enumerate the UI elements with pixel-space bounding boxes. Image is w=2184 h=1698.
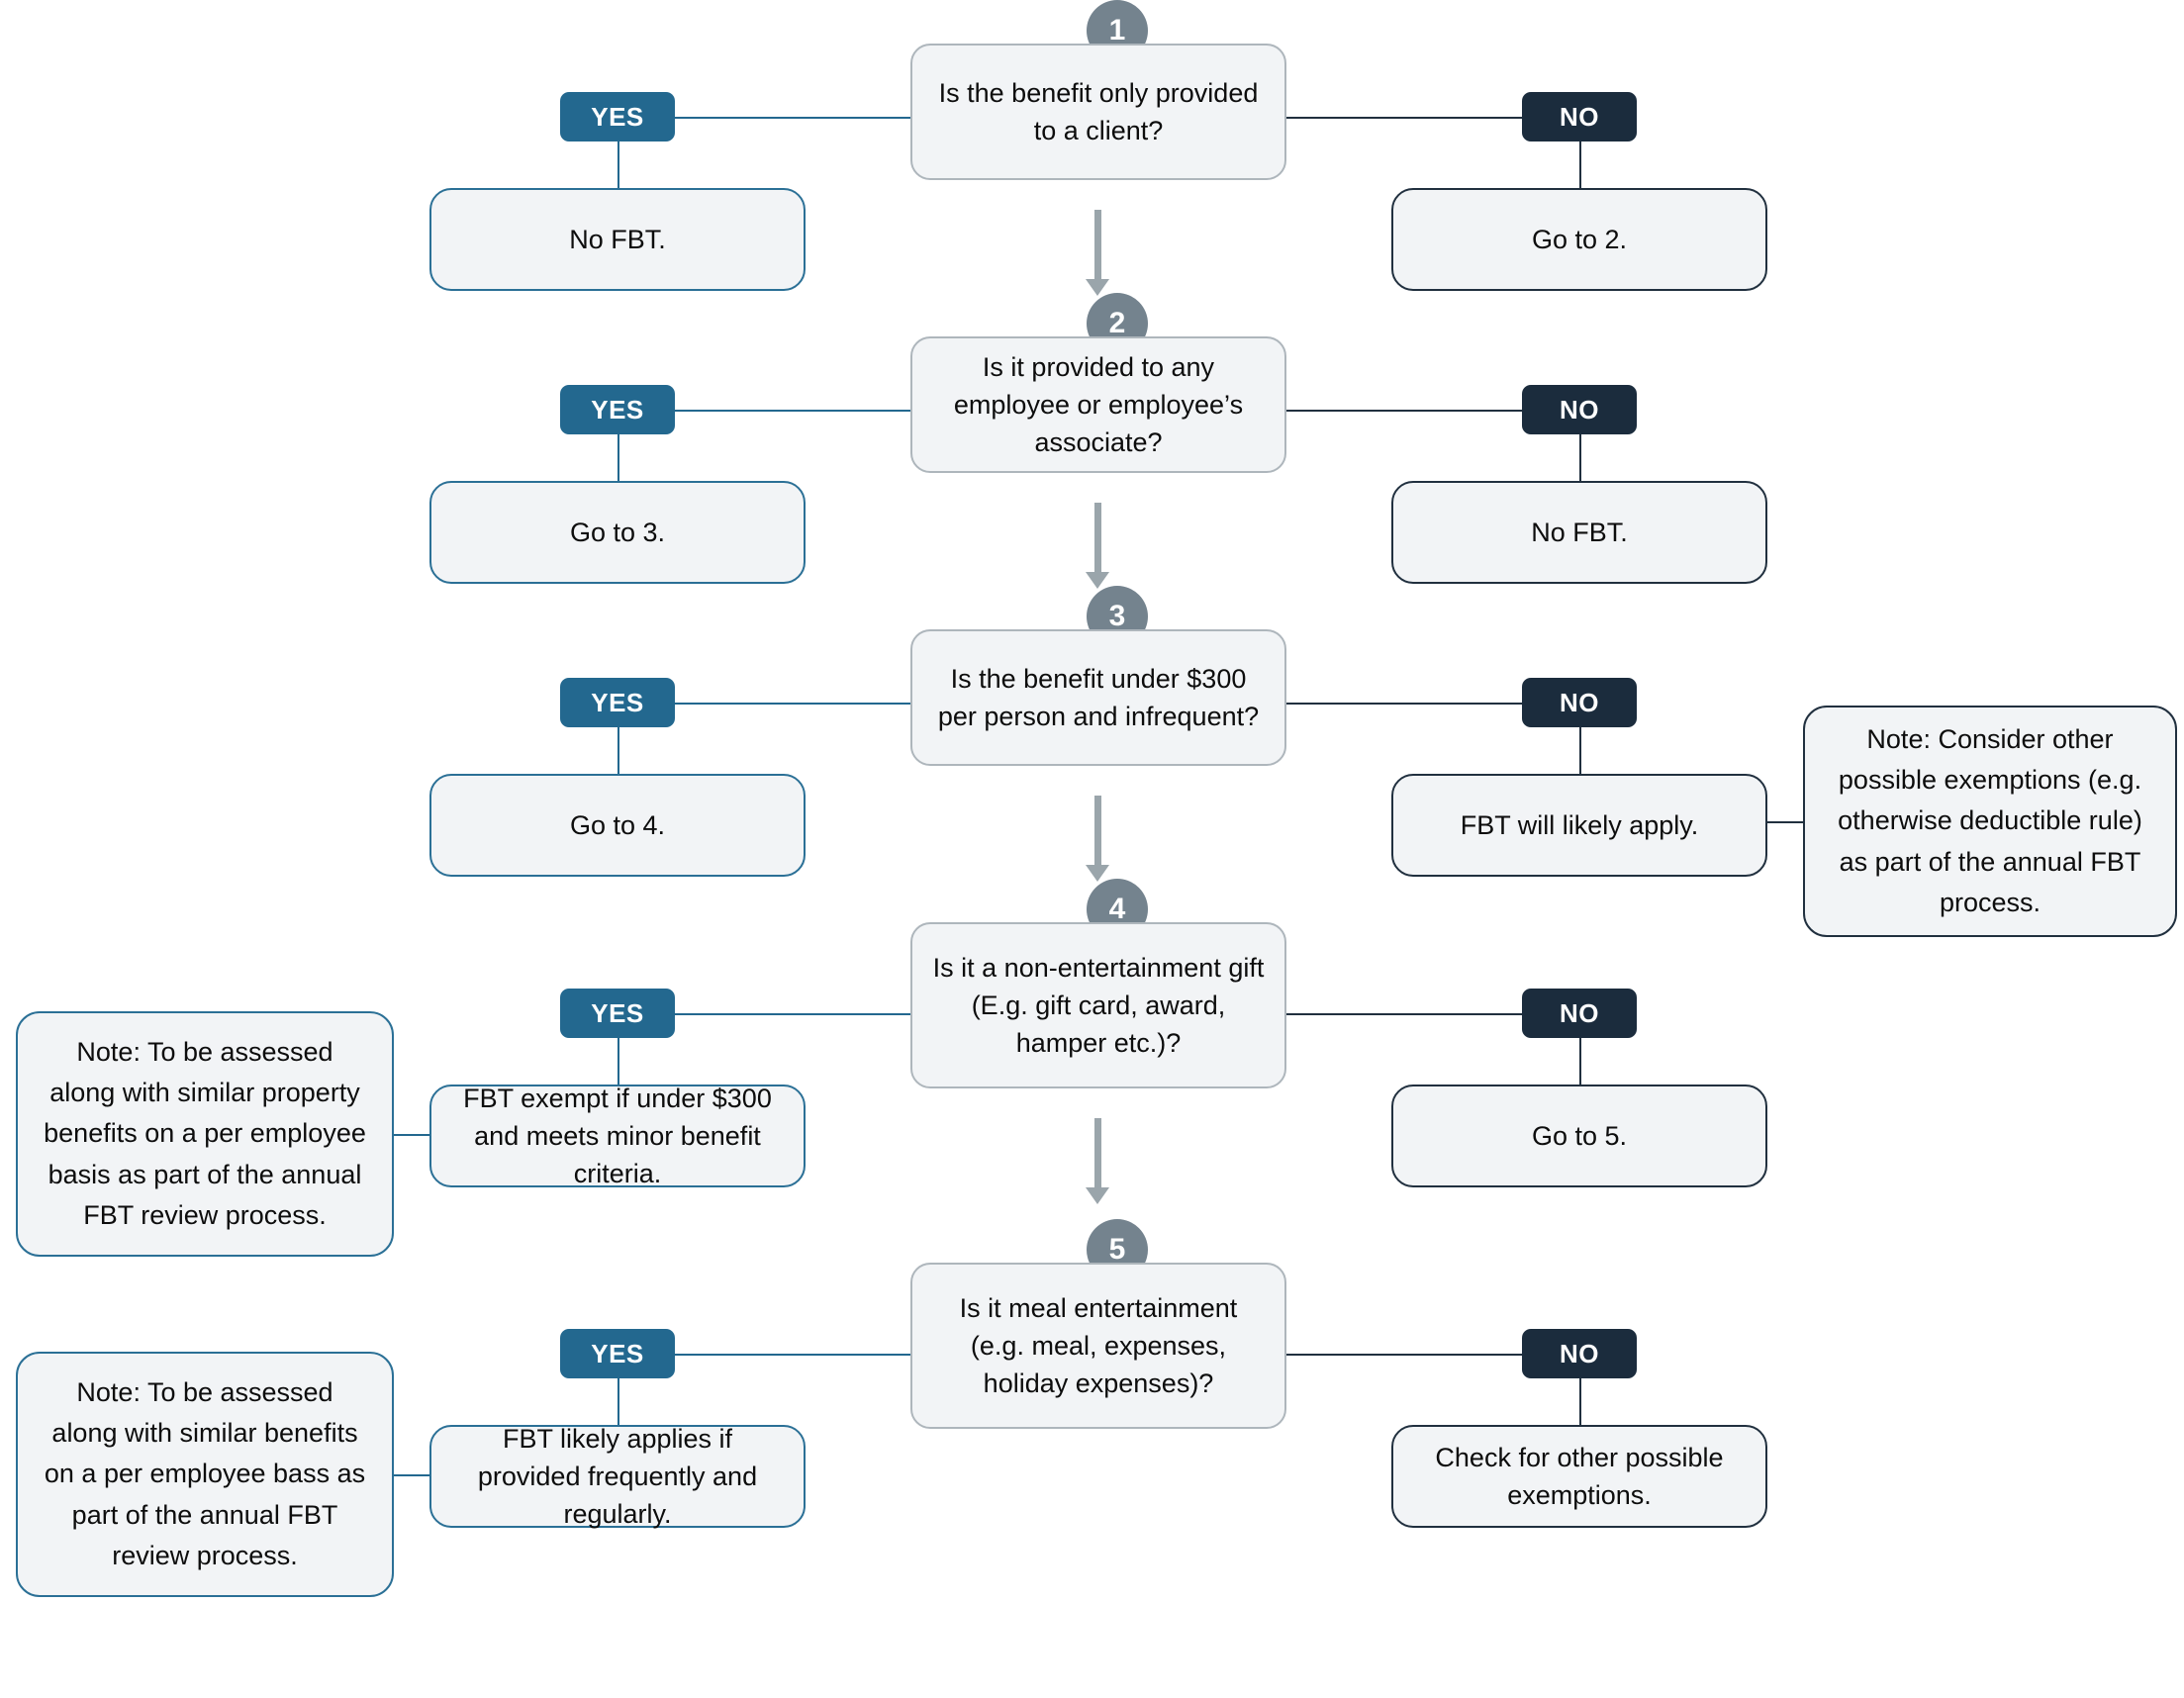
decision-box-3[interactable]: Is the benefit under $300 per person and… [910,629,1286,766]
outcome-yes-3[interactable]: Go to 4. [429,774,806,877]
connector-step4-yes-horizontal [673,1013,910,1015]
connector-step1-yes-vertical [617,141,619,188]
connector-step2-no-horizontal [1286,410,1524,412]
outcome-no-5[interactable]: Check for other possible exemptions. [1391,1425,1767,1528]
outcome-no-4[interactable]: Go to 5. [1391,1085,1767,1187]
outcome-no-2[interactable]: No FBT. [1391,481,1767,584]
decision-box-1[interactable]: Is the benefit only provided to a client… [910,44,1286,180]
connector-step1-no-vertical [1579,141,1581,188]
connector-step5-yes-vertical [617,1377,619,1425]
connector-step3-yes-horizontal [673,703,910,705]
decision-box-2[interactable]: Is it provided to any employee or employ… [910,336,1286,473]
badge-yes-4[interactable]: YES [560,989,675,1038]
connector-step2-no-vertical [1579,433,1581,481]
badge-no-4[interactable]: NO [1522,989,1637,1038]
outcome-no-3[interactable]: FBT will likely apply. [1391,774,1767,877]
connector-step3-yes-vertical [617,726,619,774]
connector-step2-yes-horizontal [673,410,910,412]
arrow-step4-to-step5 [1086,1118,1109,1205]
badge-no-3[interactable]: NO [1522,678,1637,727]
connector-step3-note [1767,821,1803,823]
outcome-yes-1[interactable]: No FBT. [429,188,806,291]
note-box-step4[interactable]: Note: To be assessed along with similar … [16,1011,394,1257]
outcome-no-1[interactable]: Go to 2. [1391,188,1767,291]
arrow-step2-to-step3 [1086,503,1109,590]
connector-step3-no-horizontal [1286,703,1524,705]
note-box-step3[interactable]: Note: Consider other possible exemptions… [1803,706,2177,937]
decision-box-4[interactable]: Is it a non-entertainment gift (E.g. gif… [910,922,1286,1088]
arrow-step1-to-step2 [1086,210,1109,297]
connector-step5-note [394,1474,429,1476]
outcome-yes-5[interactable]: FBT likely applies if provided frequentl… [429,1424,806,1529]
outcome-yes-2[interactable]: Go to 3. [429,481,806,584]
outcome-yes-4[interactable]: FBT exempt if under $300 and meets minor… [429,1084,806,1188]
decision-box-5[interactable]: Is it meal entertainment (e.g. meal, exp… [910,1263,1286,1429]
badge-no-5[interactable]: NO [1522,1329,1637,1378]
badge-yes-3[interactable]: YES [560,678,675,727]
connector-step4-no-vertical [1579,1037,1581,1085]
connector-step3-no-vertical [1579,726,1581,774]
connector-step5-no-vertical [1579,1377,1581,1425]
connector-step1-no-horizontal [1286,117,1524,119]
badge-no-1[interactable]: NO [1522,92,1637,142]
badge-yes-1[interactable]: YES [560,92,675,142]
badge-yes-5[interactable]: YES [560,1329,675,1378]
connector-step4-note [394,1134,429,1136]
connector-step4-no-horizontal [1286,1013,1524,1015]
connector-step5-no-horizontal [1286,1354,1524,1356]
connector-step1-yes-horizontal [673,117,910,119]
badge-yes-2[interactable]: YES [560,385,675,434]
connector-step4-yes-vertical [617,1037,619,1085]
connector-step2-yes-vertical [617,433,619,481]
connector-step5-yes-horizontal [673,1354,910,1356]
arrow-step3-to-step4 [1086,796,1109,883]
note-box-step5[interactable]: Note: To be assessed along with similar … [16,1352,394,1597]
badge-no-2[interactable]: NO [1522,385,1637,434]
